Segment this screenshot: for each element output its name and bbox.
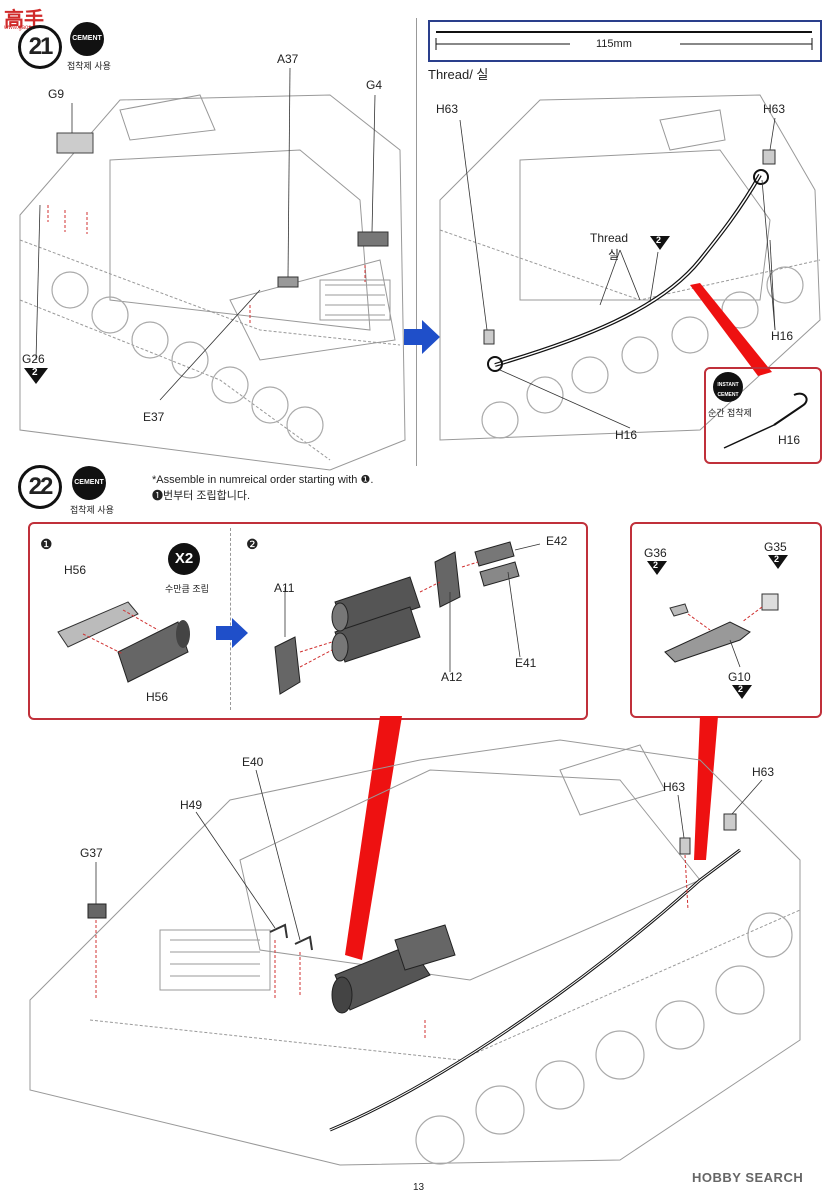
label-g35: G35 <box>764 540 787 554</box>
x2-badge: X2 <box>168 543 200 575</box>
thread-badge <box>650 236 670 250</box>
label-e41: E41 <box>515 656 537 670</box>
instant-part-label: H16 <box>778 433 801 447</box>
label-g4: G4 <box>366 78 383 92</box>
sub-box-divider <box>230 528 231 710</box>
label-h63-right: H63 <box>763 102 786 116</box>
g26-badge-number: 2 <box>32 367 38 378</box>
label-thread: Thread <box>590 231 629 245</box>
sub2-number: ❷ <box>246 536 259 552</box>
label-a12: A12 <box>441 670 463 684</box>
step-22-number: 22 <box>18 465 62 509</box>
cement-caption: 접착제 사용 <box>67 61 111 71</box>
instant-cement-icon: INSTANT CEMENT <box>713 372 743 402</box>
g36-badge-number: 2 <box>653 560 659 570</box>
sub-assembly-box <box>28 522 588 720</box>
cement-icon: CEMENT <box>70 22 104 56</box>
sub1-h56-top: H56 <box>64 563 87 577</box>
g26-badge <box>24 368 48 384</box>
label-g10: G10 <box>728 670 751 684</box>
cement-caption-22: 접착제 사용 <box>70 505 114 515</box>
thread-badge-number: 2 <box>656 235 662 245</box>
label-h63-left: H63 <box>436 102 459 116</box>
g10-badge <box>732 685 752 699</box>
label-g26: G26 <box>22 352 45 366</box>
instant-cement-box <box>704 367 822 464</box>
cement-icon-22: CEMENT <box>72 466 106 500</box>
label-g37: G37 <box>80 846 103 860</box>
assembly-note-kr: ❶번부터 조립합니다. <box>152 490 251 502</box>
sub1-arrow-icon <box>216 618 248 648</box>
g35-badge <box>768 555 788 569</box>
g36-badge <box>647 561 667 575</box>
blue-arrow-icon <box>404 320 440 354</box>
sub3-box <box>630 522 822 718</box>
instant-cement-text: INSTANT CEMENT <box>717 382 739 398</box>
label-g9: G9 <box>48 87 65 101</box>
g10-badge-number: 2 <box>738 684 744 694</box>
sub1-illustration <box>57 601 190 683</box>
h16-wire-detail <box>723 392 808 449</box>
site-logo: 高手 www.gaos... <box>4 3 84 31</box>
x2-text: X2 <box>174 550 194 567</box>
page-number: 13 <box>413 1182 425 1193</box>
step21-divider <box>416 18 417 466</box>
label-h63-a: H63 <box>663 780 686 794</box>
sub2-illustration <box>274 541 541 695</box>
step-21-number: 21 <box>18 25 62 69</box>
label-g36: G36 <box>644 546 667 560</box>
sub1-h56-bottom: H56 <box>146 690 169 704</box>
label-a37: A37 <box>277 52 299 66</box>
assembly-note-en: *Assemble in numreical order starting wi… <box>152 474 374 486</box>
thread-ruler-box <box>428 20 822 62</box>
label-h16-bottom: H16 <box>615 428 638 442</box>
label-e37: E37 <box>143 410 165 424</box>
label-thread-kr: 실 <box>608 248 620 262</box>
thread-ruler-line <box>435 31 813 50</box>
label-a11: A11 <box>274 581 295 595</box>
instant-caption: 순간 접착제 <box>708 408 752 418</box>
label-h16-right: H16 <box>771 329 794 343</box>
ruler-label: 115mm <box>596 38 632 50</box>
x2-caption: 수만큼 조립 <box>165 584 209 594</box>
label-e40: E40 <box>242 755 264 769</box>
watermark: HOBBY SEARCH <box>692 1170 804 1185</box>
label-h49: H49 <box>180 798 203 812</box>
logo-subtext: www.gaos... <box>4 25 37 31</box>
sub3-illustration <box>664 593 779 668</box>
g35-badge-number: 2 <box>774 554 780 564</box>
thread-title: Thread/ 실 <box>428 67 489 82</box>
label-h63-b: H63 <box>752 765 775 779</box>
label-e42: E42 <box>546 534 568 548</box>
sub1-number: ❶ <box>40 536 53 552</box>
